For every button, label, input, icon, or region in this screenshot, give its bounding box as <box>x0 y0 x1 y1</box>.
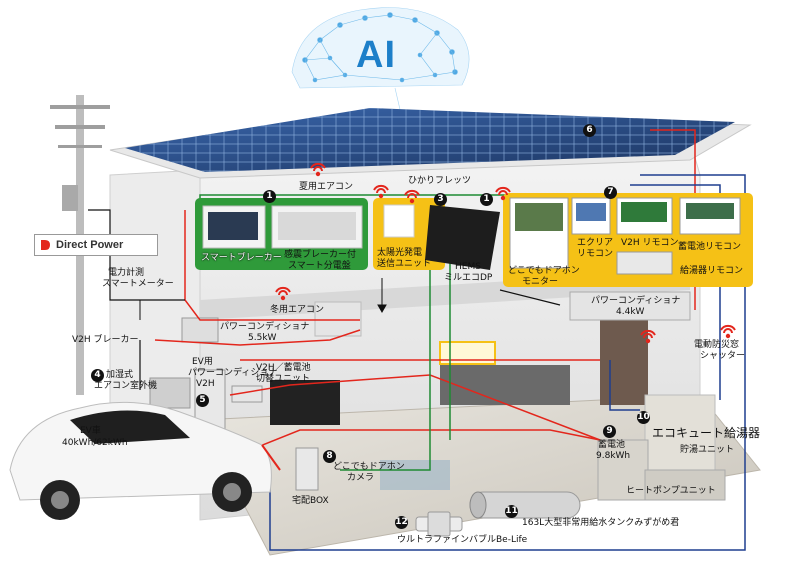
label-v2h-remote: V2H リモコン <box>621 238 679 248</box>
label-shutter-2: シャッター <box>700 351 746 361</box>
label-pcs-55-1: パワーコンディショナ <box>220 322 310 332</box>
green-panel <box>195 198 368 270</box>
direct-power-logo: Direct Power <box>34 234 158 256</box>
leaders <box>139 278 387 320</box>
wiring-blue <box>269 174 746 551</box>
interior-appliances <box>149 291 726 501</box>
label-humid-ac-2: エアコン室外機 <box>94 381 158 391</box>
label-pcs-44-1: パワーコンディショナ <box>591 296 681 306</box>
label-ev-pcs-1: EV用 <box>192 357 213 367</box>
label-water-heater-remote: 給湯器リモコン <box>680 266 744 276</box>
label-doorphone-monitor-1: どこでもドアホン <box>508 266 580 276</box>
label-solar-tx-1: 太陽光発電 <box>377 248 423 258</box>
label-battery-1: 蓄電池 <box>598 440 626 450</box>
label-ev-car-2: 40kWh/62kWh <box>62 438 128 448</box>
label-power-meter-2: スマートメーター <box>102 279 174 289</box>
bubble-device <box>415 511 463 537</box>
label-power-meter-1: 電力計測 <box>108 268 145 278</box>
label-tank-unit: 貯湯ユニット <box>680 445 735 455</box>
label-pcs-55-2: 5.5kW <box>248 333 277 343</box>
label-delivery-box: 宅配BOX <box>292 496 329 506</box>
wifi-symbols <box>232 162 736 467</box>
label-heat-pump: ヒートポンプユニット <box>626 486 716 496</box>
marker-9: 9 <box>603 425 616 438</box>
marker-1a: 1 <box>263 190 276 203</box>
label-humid-ac-1: 加湿式 <box>106 370 134 380</box>
marker-3: 3 <box>434 193 447 206</box>
label-hems-2: ミルエコDP <box>444 273 493 283</box>
label-battery-remote: 蓄電池リモコン <box>678 242 742 252</box>
label-ecuri-remote-1: エクリア <box>577 238 614 248</box>
label-v2h-switch-1: V2H／蓄電池 <box>256 363 311 373</box>
label-summer-ac: 夏用エアコン <box>299 182 354 192</box>
marker-10: 10 <box>637 411 650 424</box>
brand-mark-icon <box>41 240 50 250</box>
label-shutter-1: 電動防災窓 <box>694 340 740 350</box>
label-battery-2: 9.8kWh <box>596 451 631 461</box>
marker-11: 11 <box>505 505 518 518</box>
label-v2h-switch-2: 切替ユニット <box>256 374 311 384</box>
label-water-tank: 163L大型非常用給水タンクみずがめ君 <box>522 518 680 528</box>
label-ev-car-1: EV車 <box>80 426 101 436</box>
label-v2h-breaker: V2H ブレーカー <box>72 335 139 345</box>
ai-label: AI <box>356 34 396 76</box>
marker-8: 8 <box>323 450 336 463</box>
marker-12: 12 <box>395 516 408 529</box>
label-bubble: ウルトラファインバブルBe-Life <box>397 535 528 545</box>
label-pcs-44-2: 4.4kW <box>616 307 645 317</box>
label-ecuri-remote-2: リモコン <box>577 249 614 259</box>
marker-5: 5 <box>196 394 209 407</box>
marker-7: 7 <box>604 186 617 199</box>
label-hems-1: HEMS <box>455 262 481 272</box>
ev-car <box>9 401 281 520</box>
brand-name: Direct Power <box>56 239 124 251</box>
label-ecocute: エコキュート給湯器 <box>652 426 761 440</box>
yellow-panel <box>373 193 753 287</box>
marker-4: 4 <box>91 369 104 382</box>
label-ev-pcs-2: パワーコンディショナ <box>188 368 278 378</box>
label-hikari-flets: ひかりフレッツ <box>408 176 472 186</box>
marker-6: 6 <box>583 124 596 137</box>
label-quake-breaker-2: スマート分電盤 <box>288 261 351 271</box>
ai-brain-network <box>291 7 470 131</box>
label-doorphone-camera-2: カメラ <box>347 473 375 483</box>
label-doorphone-monitor-2: モニター <box>522 277 559 287</box>
label-solar-tx-2: 送信ユニット <box>377 259 432 269</box>
label-smart-breaker: スマートブレーカー <box>201 253 282 263</box>
marker-1b: 1 <box>480 193 493 206</box>
water-tank <box>469 491 581 519</box>
label-quake-breaker-1: 感震ブレーカー付 <box>284 250 357 260</box>
label-ev-pcs-3: V2H <box>196 379 215 389</box>
label-doorphone-camera-1: どこでもドアホン <box>333 462 405 472</box>
label-winter-ac: 冬用エアコン <box>270 305 325 315</box>
